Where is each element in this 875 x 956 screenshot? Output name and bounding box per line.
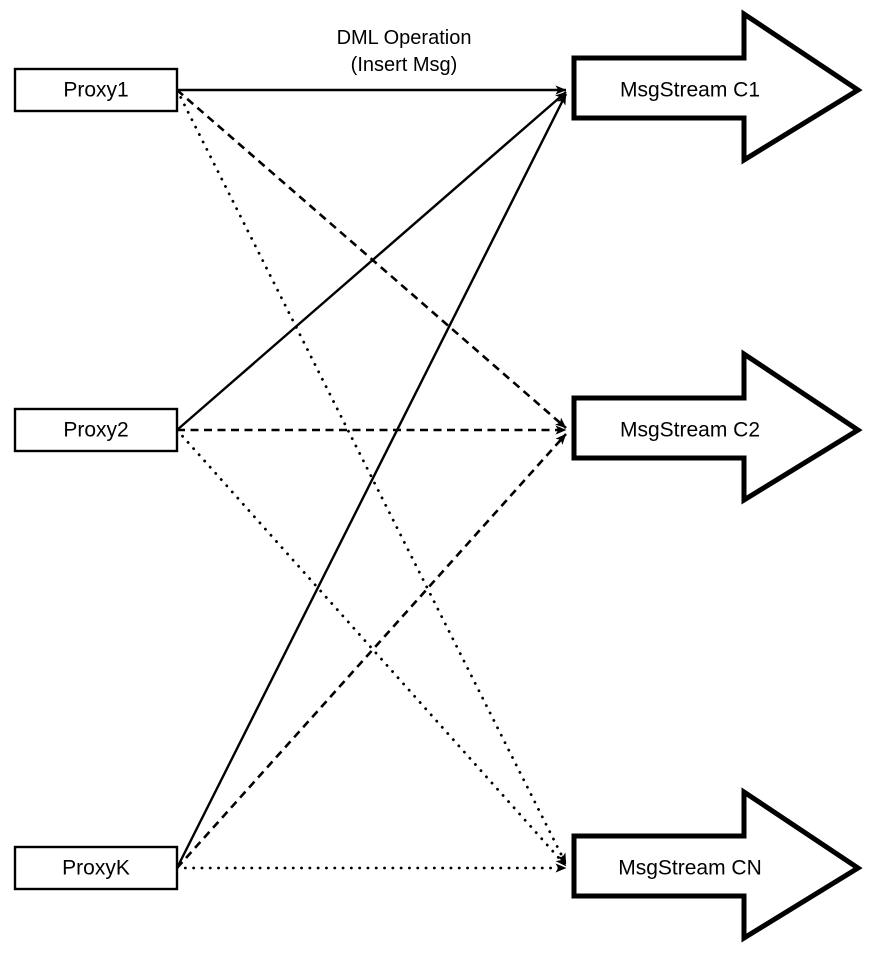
connection-proxy2-to-c1 <box>176 91 567 431</box>
msgstream-node-msgstream-c2[interactable]: MsgStream C2 <box>571 349 863 505</box>
connection-proxy1-to-c2 <box>176 89 567 429</box>
dml-operation-label-line2: (Insert Msg) <box>351 54 458 76</box>
connection-proxy1-to-cn <box>175 88 568 866</box>
connections-layer <box>175 85 568 873</box>
connection-proxyk-to-c1 <box>175 93 568 869</box>
proxy-label-proxy2: Proxy2 <box>63 419 128 442</box>
proxy-label-proxy1: Proxy1 <box>63 79 128 102</box>
msgstream-label-msgstream-cn: MsgStream CN <box>618 857 762 880</box>
proxy-box-proxy1[interactable] <box>13 67 179 113</box>
proxy-node-proxy1[interactable]: Proxy1 <box>13 67 179 113</box>
streams-layer: MsgStream C1 MsgStream C2 MsgStream CN <box>571 9 863 943</box>
block-arrow-icon-msgstream-cn[interactable] <box>571 787 863 943</box>
dml-operation-label: DML Operation (Insert Msg) <box>337 27 472 76</box>
connection-proxyk-to-c2 <box>176 433 567 869</box>
msgstream-label-msgstream-c1: MsgStream C1 <box>620 79 760 102</box>
block-arrow-icon-msgstream-c1[interactable] <box>571 9 863 165</box>
block-arrow-icon-msgstream-c2[interactable] <box>571 349 863 505</box>
msgstream-node-msgstream-cn[interactable]: MsgStream CN <box>571 787 863 943</box>
proxy-label-proxyk: ProxyK <box>62 857 130 880</box>
proxy-box-proxyk[interactable] <box>13 845 179 891</box>
connection-proxy2-to-cn <box>175 428 568 868</box>
msgstream-node-msgstream-c1[interactable]: MsgStream C1 <box>571 9 863 165</box>
proxy-node-proxyk[interactable]: ProxyK <box>13 845 179 891</box>
proxy-box-proxy2[interactable] <box>13 407 179 453</box>
msgstream-label-msgstream-c2: MsgStream C2 <box>620 419 760 442</box>
proxy-node-proxy2[interactable]: Proxy2 <box>13 407 179 453</box>
dml-operation-label-line1: DML Operation <box>337 27 472 49</box>
